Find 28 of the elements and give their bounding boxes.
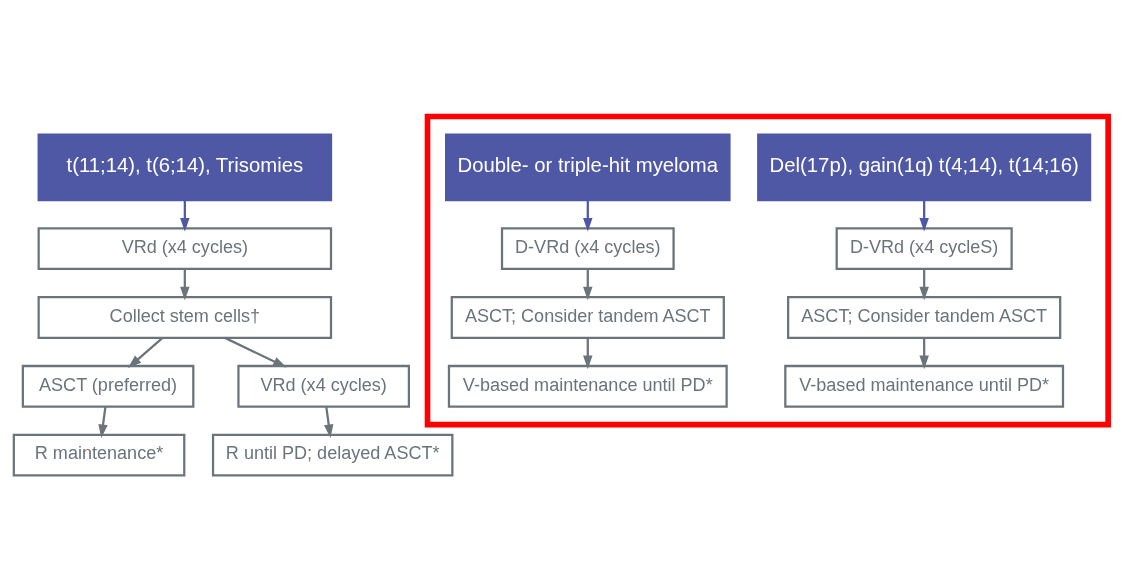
arrow: [919, 199, 929, 231]
node-box: Collect stem cells†: [37, 295, 333, 339]
node-box: V-based maintenance until PD*: [784, 364, 1065, 408]
node-box: R maintenance*: [12, 433, 186, 477]
node-box: t(11;14), t(6;14), Trisomies: [37, 132, 333, 201]
arrow: [180, 199, 190, 231]
arrow: [224, 336, 287, 367]
arrow: [127, 336, 164, 368]
node-box: Double- or triple-hit myeloma: [445, 132, 731, 201]
arrow: [919, 337, 929, 369]
arrow: [583, 199, 593, 231]
node-box: V-based maintenance until PD*: [447, 364, 728, 408]
node-box: ASCT; Consider tandem ASCT: [450, 295, 725, 339]
node-box: ASCT; Consider tandem ASCT: [787, 295, 1062, 339]
arrow: [323, 406, 334, 438]
node-box: D-VRd (x4 cycleS): [835, 226, 1013, 270]
node-box: D-VRd (x4 cycles): [500, 226, 675, 270]
node-box: Del(17p), gain(1q) t(4;14), t(14;16): [757, 132, 1092, 201]
node-box: VRd (x4 cycles): [37, 226, 333, 270]
arrow: [583, 268, 593, 300]
arrow: [180, 268, 190, 300]
arrow: [98, 406, 108, 438]
node-box: ASCT (preferred): [21, 364, 195, 408]
node-box: R until PD; delayed ASCT*: [211, 433, 454, 477]
arrow: [583, 337, 593, 369]
arrow: [919, 268, 929, 300]
node-box: VRd (x4 cycles): [237, 364, 410, 408]
cluster: [424, 113, 1111, 427]
